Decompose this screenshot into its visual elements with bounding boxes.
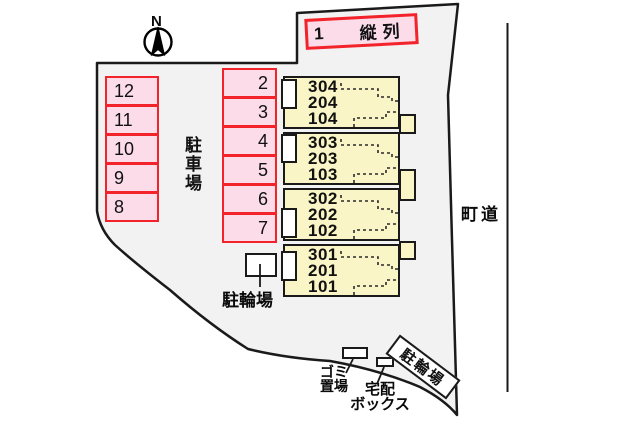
garbage-label-line2: 置場 bbox=[320, 378, 348, 394]
parking-stall-6: 6 bbox=[222, 184, 277, 214]
room-number: 203 bbox=[308, 149, 338, 168]
north-compass-icon bbox=[143, 26, 173, 57]
parking-stall-2: 2 bbox=[222, 68, 277, 98]
room-number: 301 bbox=[308, 245, 338, 264]
room-number: 202 bbox=[308, 205, 338, 224]
building-unit-x04: 304 204 104 bbox=[283, 76, 400, 129]
parking-stall-12: 12 bbox=[105, 76, 159, 106]
entrance-notch bbox=[281, 208, 297, 238]
room-number: 302 bbox=[308, 189, 338, 208]
building-unit-x01: 301 201 101 bbox=[283, 244, 400, 297]
parking-stall-10: 10 bbox=[105, 134, 159, 164]
building-unit-x02: 302 202 102 bbox=[283, 188, 400, 241]
parking-stall-4: 4 bbox=[222, 126, 277, 156]
building-bump bbox=[399, 169, 416, 201]
building-bump bbox=[399, 114, 416, 134]
tandem-parking-space: 1 縦列 bbox=[304, 13, 419, 50]
room-number: 102 bbox=[308, 221, 338, 240]
parking-stall-11: 11 bbox=[105, 105, 159, 135]
garbage-area-label: ゴミ 置場 bbox=[317, 365, 351, 393]
room-number: 101 bbox=[308, 277, 338, 296]
compass-north-label: N bbox=[151, 13, 162, 30]
tandem-space-number: 1 bbox=[313, 23, 324, 43]
delivery-label-line1: 宅配 bbox=[364, 381, 395, 398]
bicycle-parking-box bbox=[245, 253, 277, 277]
building-bump bbox=[399, 241, 416, 260]
garbage-label-line1: ゴミ bbox=[320, 364, 348, 380]
entrance-notch bbox=[281, 251, 297, 281]
building-unit-x03: 303 203 103 bbox=[283, 132, 400, 185]
parking-stall-3: 3 bbox=[222, 97, 277, 127]
bicycle-parking-label: 駐輪場 bbox=[222, 291, 273, 310]
room-number: 104 bbox=[308, 109, 338, 128]
delivery-box-label: 宅配 ボックス bbox=[346, 382, 414, 412]
entrance-notch bbox=[281, 134, 297, 163]
room-number: 303 bbox=[308, 133, 338, 152]
parking-stall-8: 8 bbox=[105, 192, 159, 222]
tandem-space-label: 縦列 bbox=[359, 21, 407, 44]
parking-stall-5: 5 bbox=[222, 155, 277, 185]
entrance-notch bbox=[281, 79, 297, 109]
parking-stall-7: 7 bbox=[222, 213, 277, 243]
garbage-area-box bbox=[342, 347, 368, 359]
room-number: 103 bbox=[308, 165, 338, 184]
parking-stall-9: 9 bbox=[105, 163, 159, 193]
delivery-label-line2: ボックス bbox=[350, 396, 410, 413]
parking-lot-label: 駐車場 bbox=[182, 136, 201, 193]
delivery-box bbox=[376, 357, 394, 367]
room-number: 304 bbox=[308, 77, 338, 96]
room-number: 204 bbox=[308, 93, 338, 112]
room-number: 201 bbox=[308, 261, 338, 280]
road-label: 町道 bbox=[461, 205, 501, 224]
